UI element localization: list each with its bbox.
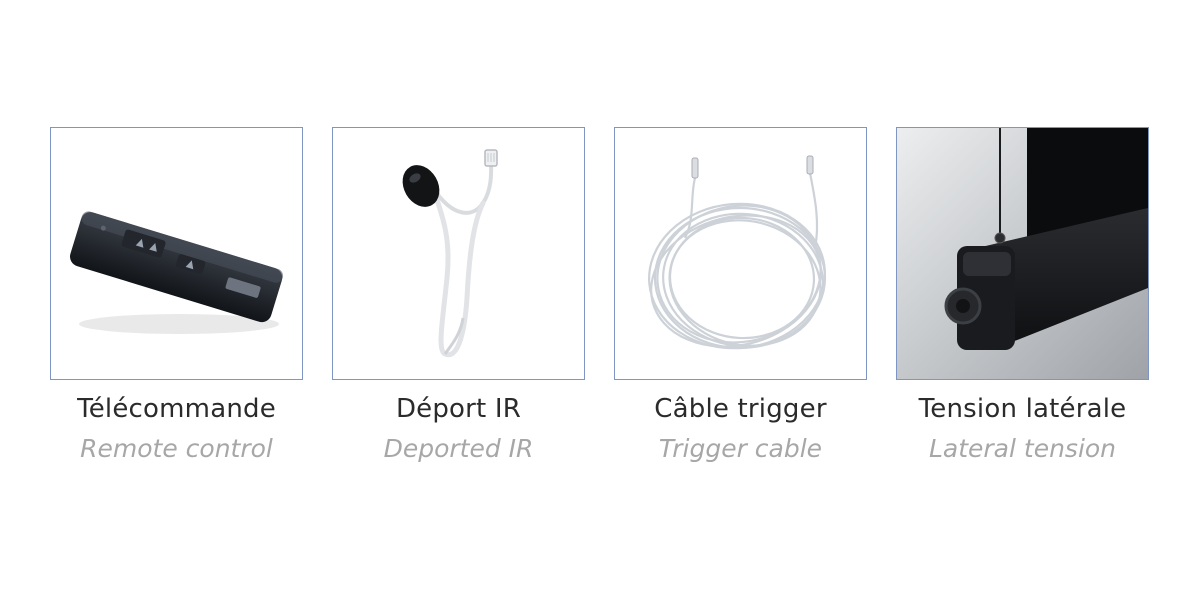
product-title: Tension latérale <box>918 394 1127 424</box>
cable-coil-icon <box>648 155 827 350</box>
product-title: Câble trigger <box>654 394 827 424</box>
lateral-tension-icon <box>897 128 1148 379</box>
ir-receiver-icon <box>402 149 498 358</box>
product-subtitle: Trigger cable <box>658 434 823 463</box>
remote-control-image <box>50 127 303 380</box>
product-subtitle: Deported IR <box>383 434 534 463</box>
product-title: Déport IR <box>395 394 522 424</box>
product-card-lateral-tension: Tension latérale Lateral tension <box>896 127 1149 464</box>
remote-control-icon <box>70 211 283 334</box>
product-card-trigger-cable: Câble trigger Trigger cable <box>614 127 867 464</box>
product-card-deported-ir: Déport IR Deported IR <box>332 127 585 464</box>
product-card-remote-control: Télécommande Remote control <box>50 127 303 464</box>
trigger-cable-image <box>614 127 867 380</box>
lateral-tension-image <box>896 127 1149 380</box>
ir-receiver-image <box>332 127 585 380</box>
product-subtitle: Remote control <box>80 434 273 463</box>
product-title: Télécommande <box>77 394 276 424</box>
product-subtitle: Lateral tension <box>928 434 1117 463</box>
